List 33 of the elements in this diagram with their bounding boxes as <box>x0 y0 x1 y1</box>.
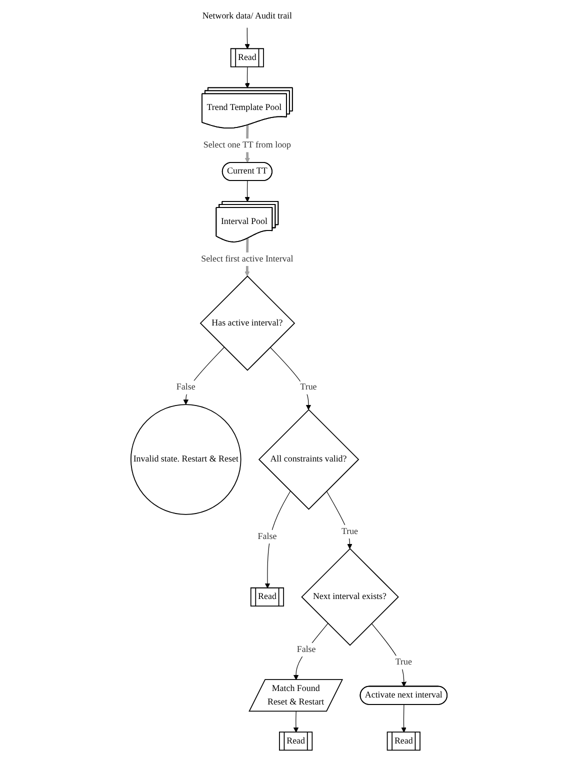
decision-diamond: All constraints valid? <box>258 409 360 510</box>
edge-label: False <box>296 642 316 656</box>
arrow <box>244 66 250 88</box>
arrow <box>264 490 291 588</box>
read-box: Read <box>386 732 420 751</box>
arrow <box>293 711 299 733</box>
read-box: Read <box>279 732 313 751</box>
arrow <box>183 346 224 405</box>
decision-diamond: Next interval exists? <box>301 548 399 646</box>
oval-node: Activate next interval <box>360 686 448 705</box>
arrow <box>293 623 328 680</box>
edge-label: True <box>300 380 317 394</box>
read-box: Read <box>250 587 284 607</box>
oval-node: Current TT <box>222 162 272 182</box>
arrow <box>401 704 406 733</box>
invalid-state-circle: Invalid state. Restart & Reset <box>130 404 242 515</box>
edge-label: False <box>176 380 196 394</box>
document-stack: Trend Template Pool <box>202 87 293 129</box>
decision-diamond: Has active interval? <box>200 276 296 371</box>
edge-label: False <box>258 530 277 544</box>
arrow <box>371 623 407 687</box>
edge-label: True <box>341 524 358 538</box>
read-box: Read <box>230 48 264 68</box>
parallelogram-node: Match Found Reset & Restart <box>248 679 344 712</box>
document-stack: Interval Pool <box>216 201 279 242</box>
text-label: Network data/ Audit trail <box>202 11 292 21</box>
arrow <box>326 490 352 549</box>
edge-label: Select one TT from loop <box>203 138 291 152</box>
arrow <box>244 27 250 50</box>
edge-label: True <box>395 656 412 670</box>
arrow <box>244 180 250 202</box>
arrow <box>270 346 312 410</box>
edge-label: Select first active Interval <box>201 252 294 266</box>
